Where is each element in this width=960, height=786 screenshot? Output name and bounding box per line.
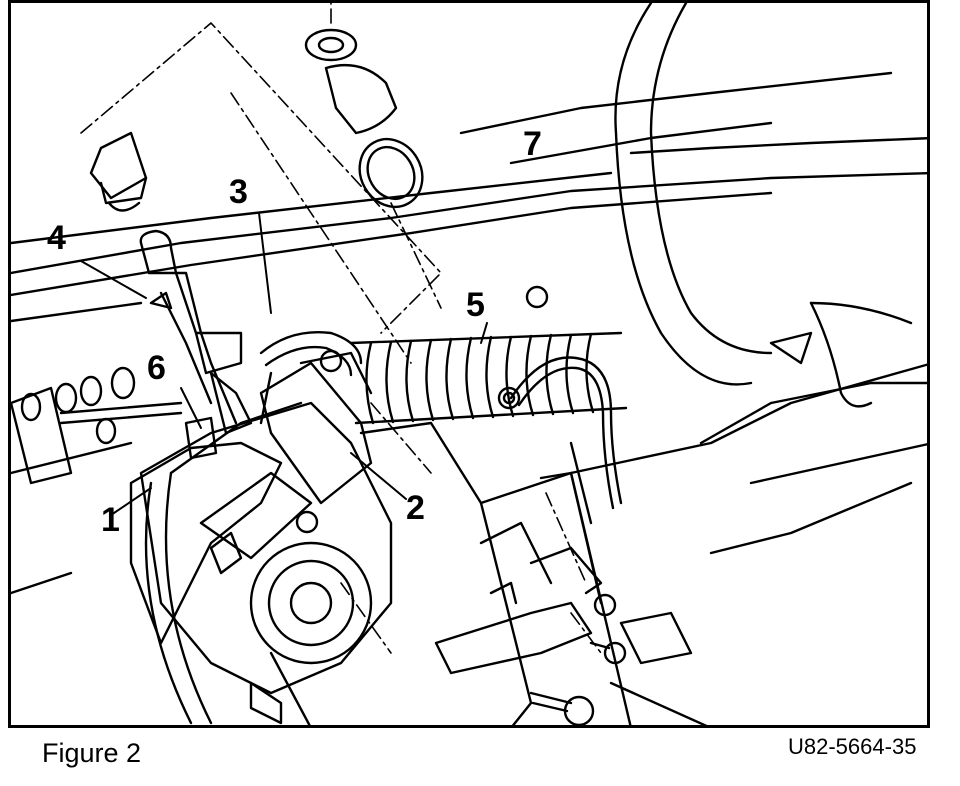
vehicle-body-panels (11, 71, 927, 725)
antenna-mounting-bracket (259, 331, 363, 425)
exploded-view-illustration (11, 3, 927, 725)
callout-1: 1 (101, 501, 120, 539)
figure-code: U82-5664-35 (788, 734, 917, 759)
antenna-cap (89, 131, 148, 212)
assembly-guide-lines (80, 3, 602, 654)
body-pillar (614, 3, 913, 408)
antenna-mast (139, 229, 253, 460)
callout-7: 7 (523, 125, 542, 163)
callout-4: 4 (47, 219, 66, 257)
antenna-motor (129, 351, 393, 725)
antenna-cable (497, 356, 623, 510)
drain-hose (349, 331, 628, 425)
figure-title: Figure 2 (42, 738, 142, 768)
grommet-parts (304, 28, 424, 209)
grommet-hole (525, 285, 549, 309)
callout-6: 6 (147, 349, 166, 387)
lower-bracket-and-bolts (434, 471, 693, 725)
wall-holes (20, 366, 183, 445)
callout-leaders (80, 212, 488, 516)
callout-5: 5 (466, 286, 485, 324)
callout-3: 3 (229, 173, 248, 211)
figure-frame: 1 2 3 4 5 6 7 (8, 0, 930, 728)
callout-2: 2 (406, 489, 425, 527)
